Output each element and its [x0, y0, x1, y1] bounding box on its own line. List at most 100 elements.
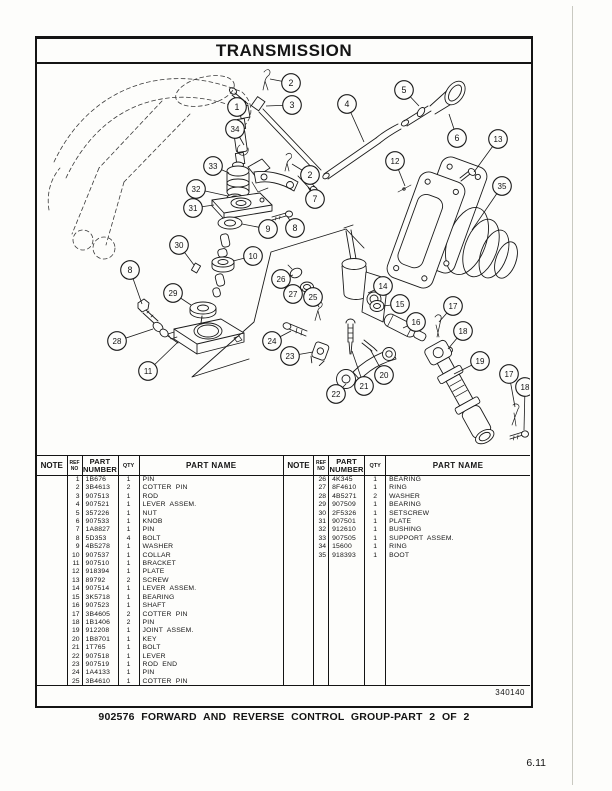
callout-number: 11: [144, 367, 153, 376]
cell-ref: 16: [66, 602, 82, 611]
cell-ref: 11: [66, 560, 82, 569]
cell-note: [37, 577, 67, 585]
callout-balloon: [243, 246, 263, 266]
cell-note: [284, 543, 314, 551]
cell-empty: [313, 560, 329, 685]
cell-part_name: SETSCREW: [385, 509, 530, 519]
header-note: NOTE: [37, 456, 67, 476]
cell-note: [37, 526, 67, 534]
cell-part_number: 357226: [81, 509, 118, 519]
callout-number: 2: [308, 170, 313, 180]
cell-qty: 1: [117, 593, 139, 603]
cell-part_number: 3B4610: [81, 677, 118, 687]
header-ref: REF NO: [313, 456, 329, 476]
cell-note: [37, 619, 67, 627]
cell-part_number: 4B5278: [81, 543, 118, 552]
callout-balloon: [120, 260, 140, 280]
callout-balloon: [262, 331, 282, 351]
callout-balloon: [443, 296, 463, 316]
cell-part_number: 918394: [81, 568, 118, 577]
callout-balloon: [283, 284, 303, 304]
cell-note: [284, 552, 314, 560]
callout-number: 2: [289, 78, 294, 88]
cell-part_name: BOLT: [138, 534, 283, 544]
callout-balloon: [138, 361, 158, 381]
cell-part_number: 1B676: [81, 475, 118, 485]
cell-ref: 31: [313, 518, 329, 527]
callout-balloon: [305, 189, 325, 209]
cell-part_name: BUSHING: [385, 526, 530, 535]
support-stack-art: [189, 161, 293, 324]
cell-ref: 35: [313, 551, 329, 561]
page-number: 6.11: [526, 757, 546, 769]
header-note: NOTE: [283, 456, 314, 476]
cell-qty: 1: [364, 543, 386, 552]
cell-part_number: 907514: [81, 585, 118, 594]
header-qty: QTY: [117, 456, 139, 476]
figure-number: 340140: [495, 688, 525, 697]
cell-qty: 1: [117, 627, 139, 636]
cell-qty: 1: [117, 677, 139, 687]
cell-part_name: BEARING: [385, 501, 530, 510]
cell-part_name: ROD: [138, 492, 283, 502]
cell-qty: 2: [117, 618, 139, 628]
callout-balloon: [390, 294, 410, 314]
callout-number: 6: [455, 133, 460, 143]
cell-note: [37, 678, 67, 686]
cell-qty: 1: [364, 551, 386, 561]
cell-part_name: JOINT ASSEM.: [138, 627, 283, 636]
cell-part_number: 4K345: [328, 475, 365, 485]
callout-balloon: [385, 151, 405, 171]
callout-balloon: [163, 283, 183, 303]
callout-number: 4: [345, 99, 350, 109]
callout-number: 19: [476, 357, 485, 366]
cell-ref: 21: [66, 644, 82, 653]
callout-balloon: [354, 376, 374, 396]
cell-part_name: PIN: [138, 475, 283, 485]
cell-part_number: 3B4605: [81, 610, 118, 619]
cell-ref: 4: [66, 501, 82, 510]
cell-ref: 12: [66, 568, 82, 577]
page-title: TRANSMISSION: [215, 40, 353, 60]
cell-note: [37, 653, 67, 661]
cell-qty: 1: [117, 585, 139, 594]
cell-note: [37, 661, 67, 669]
cell-ref: 30: [313, 509, 329, 519]
cell-ref: 28: [313, 492, 329, 502]
cell-ref: 8: [66, 534, 82, 544]
callout-balloon: [303, 287, 323, 307]
cell-qty: 1: [117, 518, 139, 527]
cell-part_name: RING: [385, 543, 530, 552]
cell-ref: 33: [313, 534, 329, 544]
cell-part_name: BOOT: [385, 551, 530, 561]
callout-balloon: [225, 119, 245, 139]
cell-part_number: 4B5271: [328, 492, 365, 502]
cell-part_number: 918393: [328, 551, 365, 561]
cell-ref: 13: [66, 576, 82, 586]
cell-ref: 25: [66, 677, 82, 687]
cell-part_number: 15600: [328, 543, 365, 552]
cell-note: [37, 568, 67, 576]
cell-ref: 29: [313, 501, 329, 510]
callout-balloon: [337, 94, 357, 114]
cell-note: [37, 476, 67, 485]
cell-part_name: LEVER ASSEM.: [138, 585, 283, 594]
cell-ref: 6: [66, 518, 82, 527]
cell-note: [37, 611, 67, 619]
cell-part_number: 1A4133: [81, 669, 118, 678]
cell-ref: 14: [66, 585, 82, 594]
cell-qty: 2: [117, 484, 139, 493]
cell-part_name: KNOB: [138, 518, 283, 527]
cell-part_name: LEVER: [138, 652, 283, 661]
cell-part_name: NUT: [138, 509, 283, 519]
